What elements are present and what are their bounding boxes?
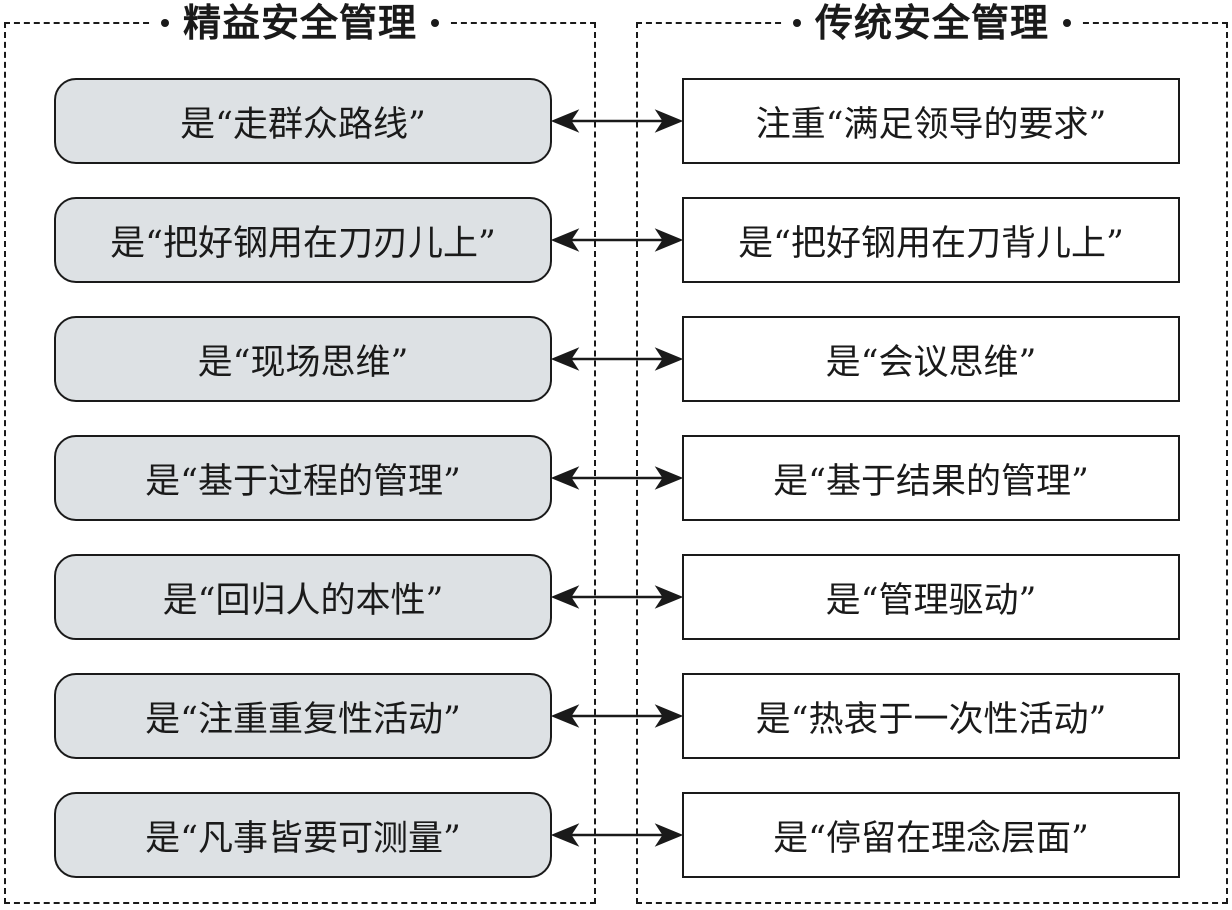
traditional-item-2: 是“把好钢用在刀背儿上” [682, 197, 1180, 283]
title-bullet-dot [431, 19, 439, 27]
traditional-item-6: 是“热衷于一次性活动” [682, 673, 1180, 759]
right-panel-title-wrap: 传统安全管理 [782, 0, 1081, 46]
lean-item-6: 是“注重重复性活动” [54, 673, 552, 759]
traditional-item-7: 是“停留在理念层面” [682, 792, 1180, 878]
traditional-item-1: 注重“满足领导的要求” [682, 78, 1180, 164]
left-panel-title-bar: 精益安全管理 [6, 0, 594, 46]
right-panel-title: 传统安全管理 [814, 0, 1049, 45]
title-bullet-dot [1063, 19, 1071, 27]
title-bullet-dot [160, 19, 169, 27]
left-panel-title: 精益安全管理 [182, 0, 417, 45]
lean-item-5: 是“回归人的本性” [54, 554, 552, 640]
right-panel: 传统安全管理 [636, 0, 1228, 904]
traditional-item-4: 是“基于结果的管理” [682, 435, 1180, 521]
lean-item-4: 是“基于过程的管理” [54, 435, 552, 521]
traditional-item-5: 是“管理驱动” [682, 554, 1180, 640]
left-panel-title-wrap: 精益安全管理 [150, 0, 449, 46]
lean-item-1: 是“走群众路线” [54, 78, 552, 164]
right-panel-title-bar: 传统安全管理 [638, 0, 1226, 46]
lean-item-2: 是“把好钢用在刀刃儿上” [54, 197, 552, 283]
traditional-item-3: 是“会议思维” [682, 316, 1180, 402]
title-bullet-dot [792, 19, 801, 27]
lean-item-7: 是“凡事皆要可测量” [54, 792, 552, 878]
lean-item-3: 是“现场思维” [54, 316, 552, 402]
left-panel: 精益安全管理 [4, 0, 596, 904]
